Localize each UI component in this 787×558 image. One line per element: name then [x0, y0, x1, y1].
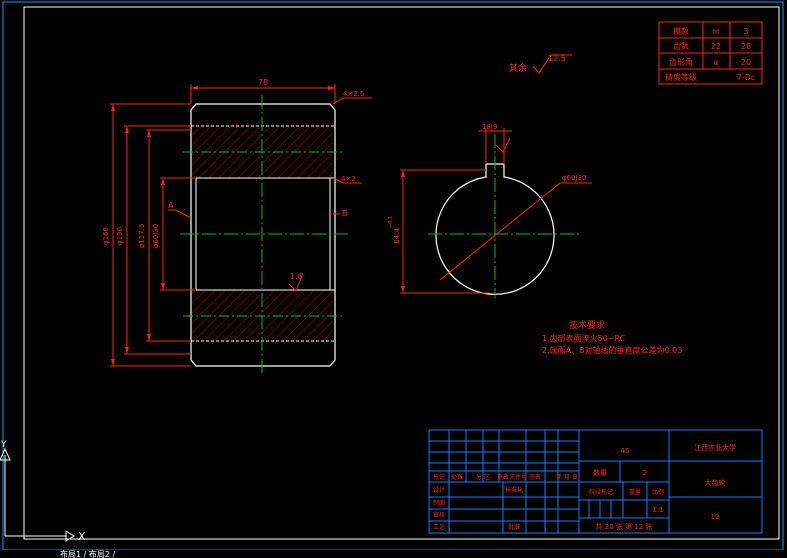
label-a: A: [168, 201, 174, 210]
tb-organization: 江西农业大学: [694, 443, 736, 452]
label-b: B: [342, 209, 348, 218]
dim-dia-bore: φ60J30: [152, 224, 160, 249]
ucs-icon: X Y: [0, 440, 86, 543]
tb-header-3: 分 区: [476, 473, 490, 481]
inner-roughness: 1.6: [290, 272, 303, 281]
layout-tabs[interactable]: 布局1 / 布局2 /: [60, 549, 116, 558]
hub-bore-outline: [435, 163, 555, 295]
dim-key-depth: 64.4: [393, 228, 401, 244]
tb-weight-label: 重量: [629, 488, 641, 496]
ucs-x-label: X: [78, 530, 86, 543]
param-row-1-label: 模数: [673, 26, 689, 36]
hub-end-view: 18J9 φ60J30 64.4 +0.1: [388, 123, 592, 298]
dim-chamfer-top: 4×2.5: [343, 90, 364, 98]
param-row-4-label: 精度等级: [665, 72, 697, 82]
tb-header-5: 签名: [529, 473, 541, 481]
tb-header-4: 更改文件号: [497, 473, 527, 481]
param-row-4-value: 7-Dc: [737, 73, 756, 82]
tech-requirements: 技术要求 1.齿部表面淬火50~RC 2.端面A、B对轴线的垂直度公差为0.03: [542, 319, 682, 355]
tb-sheet-info: 共 20 张 第 12 张: [596, 522, 653, 531]
tb-quantity: 2: [643, 469, 647, 477]
param-row-3-label: 齿形角: [669, 57, 693, 67]
tech-item-1: 1.齿部表面淬火50~RC: [542, 333, 626, 343]
tb-scale-label: 比例: [652, 488, 664, 496]
dim-key-depth-tol: +0.1: [388, 216, 394, 228]
tb-header-1: 标记: [433, 473, 445, 481]
dim-key-width: 18J9: [482, 123, 497, 131]
section-dimensions: 78 4×2.5 4×2 B A φ160 φ130 φ1: [102, 78, 372, 367]
param-row-3-symbol: α: [713, 58, 718, 67]
param-row-1-symbol: m: [712, 27, 720, 36]
tech-title: 技术要求: [569, 319, 605, 331]
tb-process: 工艺: [433, 523, 445, 531]
dim-width: 78: [258, 78, 268, 87]
param-row-2-label: 齿数: [673, 41, 689, 51]
dim-chamfer-mid: 4×2: [341, 175, 356, 183]
dim-dia-130: φ130: [116, 227, 124, 245]
dim-dia-outer: φ160: [102, 227, 110, 245]
tb-part-name: 大齿轮: [705, 478, 726, 487]
tb-header-6: 年 月 日: [556, 473, 578, 481]
surface-note: 其余 12.5: [509, 54, 572, 74]
param-row-3-value: 20: [741, 58, 751, 67]
param-row-1-value: 3: [743, 27, 748, 36]
gear-section-view: 1.6: [180, 95, 348, 375]
tb-quantity-label: 数量: [593, 468, 607, 477]
tb-draw: 制图: [433, 499, 445, 507]
tb-drawing-no: 12: [711, 513, 720, 521]
tb-scale: 1:1: [652, 506, 663, 514]
title-block-text: 45 江西农业大学 大齿轮 12 数量 2 阶段标记 重量 比例 1:1 共 2…: [433, 443, 736, 531]
tb-design: 设计: [433, 486, 445, 494]
dim-hub-bore: φ60J30: [562, 174, 587, 182]
tb-review: 审核: [433, 511, 445, 519]
parameter-table: 模数 m 3 齿数 22 26 齿形角 α 20 精度等级 7-Dc: [658, 21, 763, 85]
gear-outline: [190, 103, 336, 367]
surface-note-text: 其余: [509, 62, 527, 74]
tb-standardization: 标准化: [505, 486, 523, 494]
title-block: [428, 429, 763, 534]
tb-stage-label: 阶段标记: [589, 488, 613, 496]
tb-material: 45: [621, 447, 630, 455]
tech-item-2: 2.端面A、B对轴线的垂直度公差为0.03: [542, 345, 682, 355]
dim-dia-117: φ117.5: [138, 224, 146, 249]
surface-roughness-value: 12.5: [548, 54, 566, 63]
param-row-2-value: 26: [741, 42, 751, 51]
tb-approve: 批准: [508, 523, 520, 531]
param-row-2-symbol: 22: [711, 42, 721, 51]
tb-header-2: 处数: [451, 473, 463, 481]
inner-frame: [23, 6, 780, 540]
ucs-y-label: Y: [0, 440, 7, 450]
